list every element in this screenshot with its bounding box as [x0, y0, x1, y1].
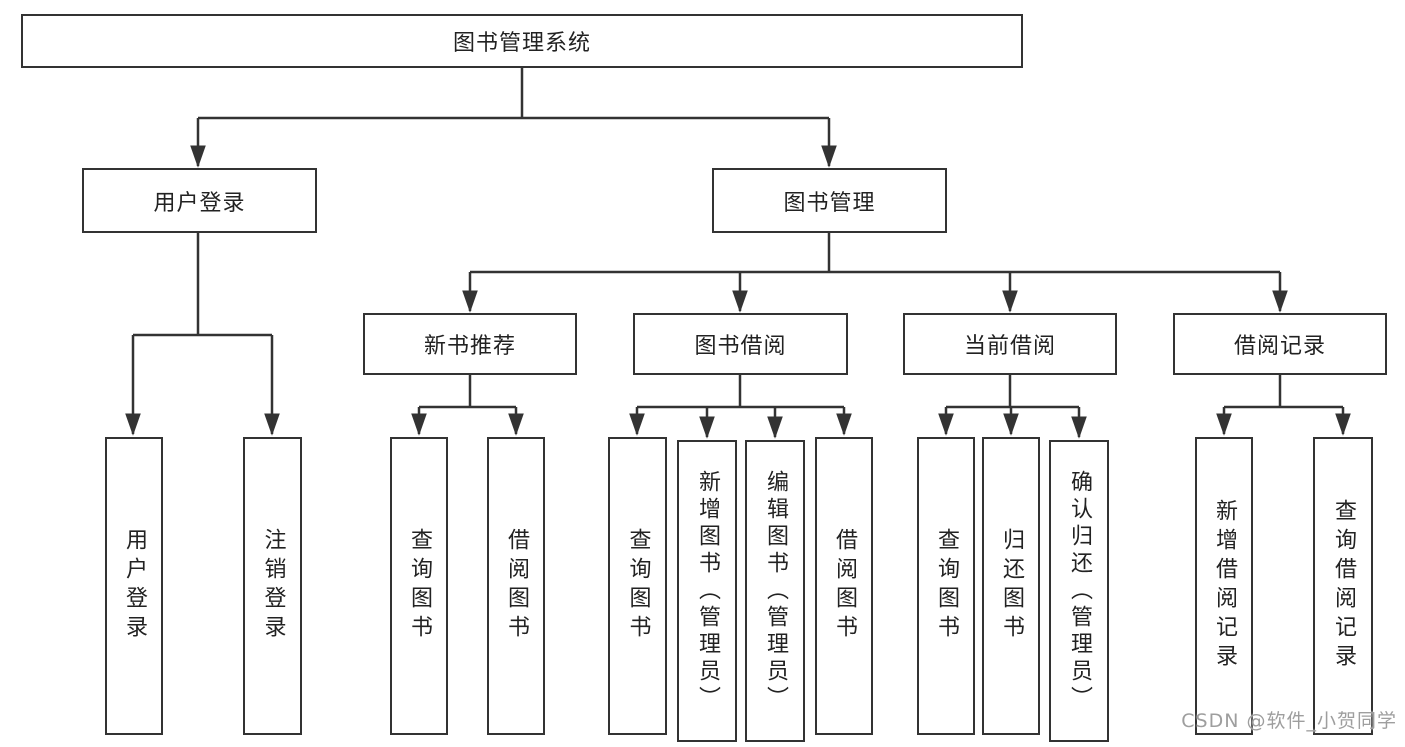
leaf-query-books-g1: 查询图书 [390, 437, 448, 735]
node-new-book-recommend: 新书推荐 [363, 313, 577, 375]
g1-trunk [419, 375, 516, 409]
leaf-borrow-books-g1: 借阅图书 [487, 437, 545, 735]
g2-trunk [637, 375, 844, 409]
leaf-confirm-return-admin: 确认归还（管理员） [1049, 440, 1109, 742]
book-mgmt-trunk [470, 233, 1280, 274]
root-trunk [198, 68, 829, 120]
leaf-return-books: 归还图书 [982, 437, 1040, 735]
csdn-watermark: CSDN @软件_小贺同学 [1181, 710, 1397, 732]
node-library-system: 图书管理系统 [21, 14, 1023, 68]
node-borrow-records: 借阅记录 [1173, 313, 1387, 375]
user-login-trunk [133, 233, 272, 337]
node-book-borrow: 图书借阅 [633, 313, 848, 375]
leaf-query-books-g3: 查询图书 [917, 437, 975, 735]
g4-trunk [1224, 375, 1343, 409]
node-book-management: 图书管理 [712, 168, 947, 233]
leaf-borrow-books-g2: 借阅图书 [815, 437, 873, 735]
g3-trunk [946, 375, 1079, 409]
leaf-edit-book-admin: 编辑图书（管理员） [745, 440, 805, 742]
leaf-add-book-admin: 新增图书（管理员） [677, 440, 737, 742]
leaf-query-books-g2: 查询图书 [608, 437, 667, 735]
leaf-query-borrow-record: 查询借阅记录 [1313, 437, 1373, 735]
node-user-login: 用户登录 [82, 168, 317, 233]
leaf-add-borrow-record: 新增借阅记录 [1195, 437, 1253, 735]
leaf-logout: 注销登录 [243, 437, 302, 735]
node-current-borrow: 当前借阅 [903, 313, 1117, 375]
leaf-user-login: 用户登录 [105, 437, 163, 735]
